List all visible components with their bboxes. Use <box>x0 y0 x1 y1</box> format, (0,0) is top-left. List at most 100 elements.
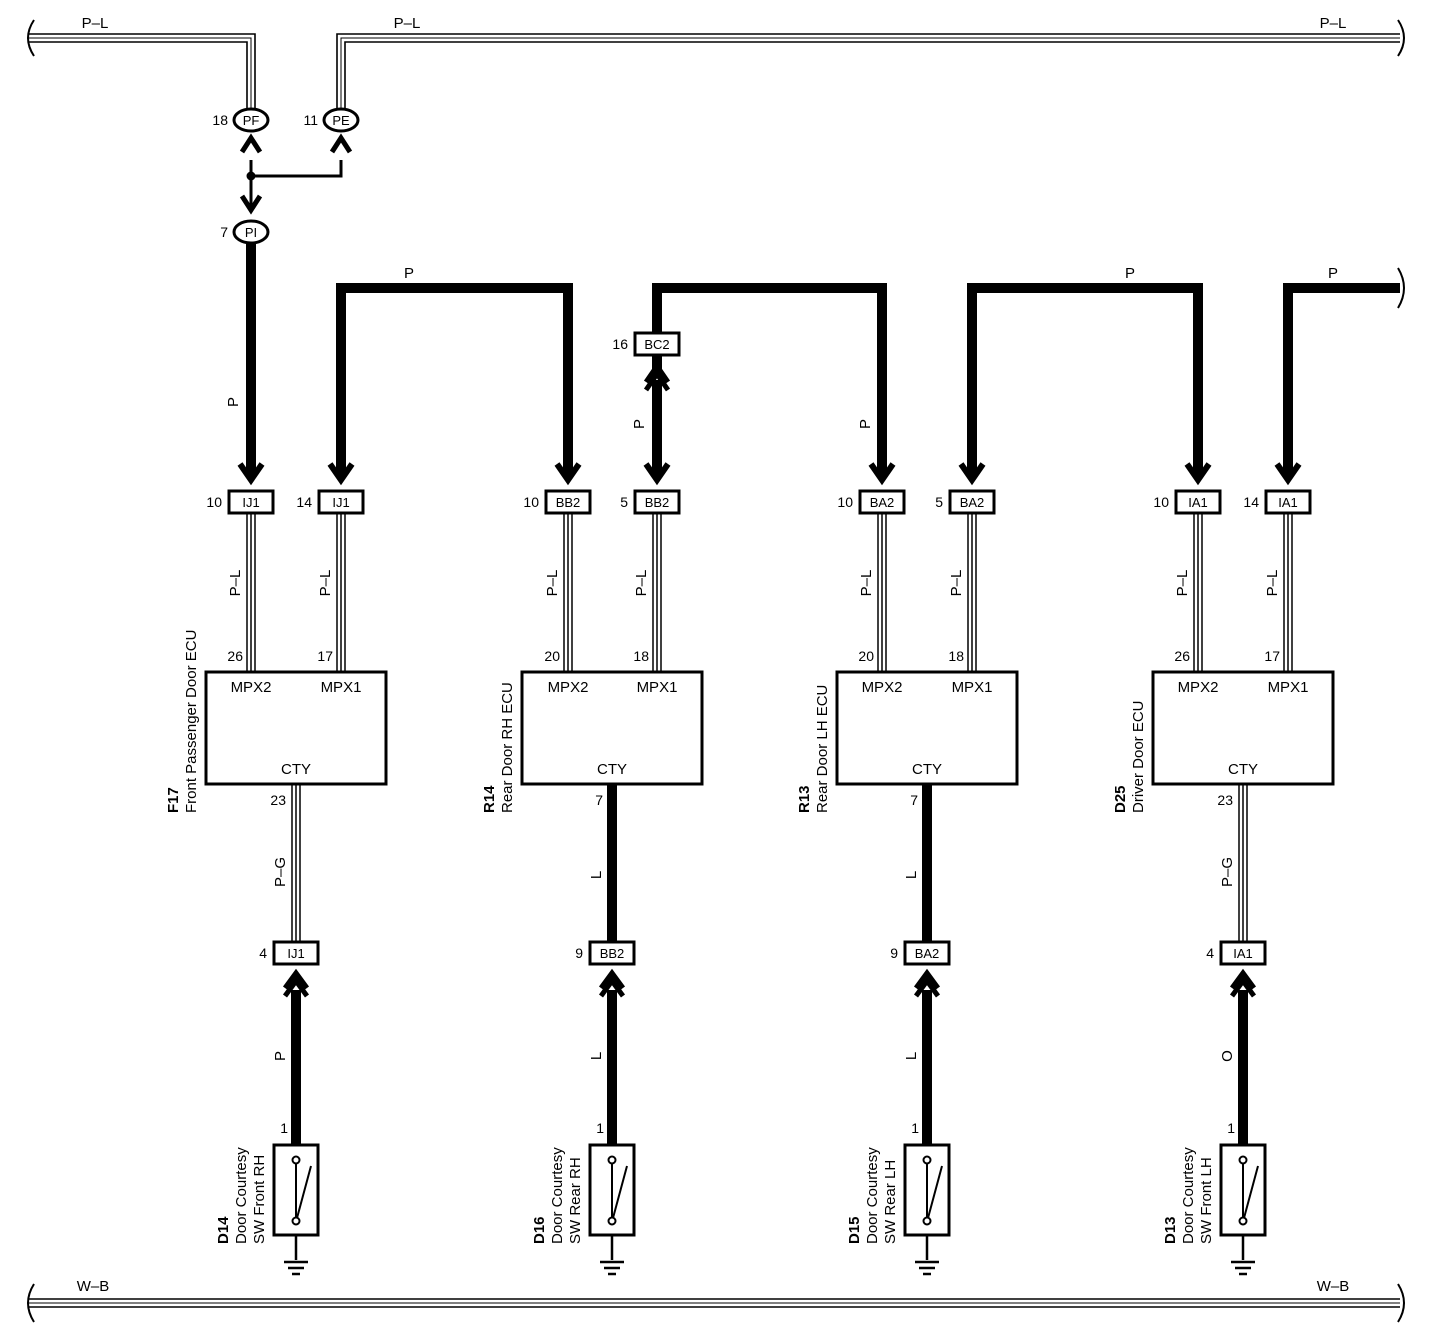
connector-pin: 5 <box>935 494 943 510</box>
switch-name-line2: SW Front RH <box>251 1155 268 1244</box>
switch-D15: 1 D15 Door Courtesy SW Rear LH <box>846 1120 951 1276</box>
splice-PF: PF 18 <box>212 107 270 133</box>
switch-D16: 1 D16 Door Courtesy SW Rear RH <box>531 1120 636 1276</box>
switch-D13: 1 D13 Door Courtesy SW Front LH <box>1162 1120 1267 1276</box>
switch-name-line2: SW Rear RH <box>567 1157 584 1244</box>
mpx2-pin: 20 <box>544 648 560 664</box>
ecu-name: Rear Door LH ECU <box>814 685 831 813</box>
splice-pin: 18 <box>212 112 228 128</box>
mpx1-pin: 18 <box>633 648 649 664</box>
ecu-name: Front Passenger Door ECU <box>183 630 200 813</box>
cty-terminal: CTY <box>281 761 311 778</box>
ecu-id: D25 <box>1112 785 1129 813</box>
ecu-id: R14 <box>481 785 498 813</box>
ba2-feed-wire-label: P <box>857 419 874 429</box>
connector-pin: 9 <box>575 945 583 961</box>
connector-IJ1-4: IJ1 4 P <box>259 940 320 1061</box>
cty-pin: 23 <box>270 792 286 808</box>
cty-pin: 7 <box>595 792 603 808</box>
splice-code: PF <box>243 113 260 128</box>
mpx2-pin: 20 <box>858 648 874 664</box>
connector-code: BB2 <box>556 495 581 510</box>
cty-pin: 7 <box>910 792 918 808</box>
connector-code: BC2 <box>644 337 669 352</box>
switch-id: D13 <box>1162 1216 1179 1244</box>
connector-code: IA1 <box>1233 946 1253 961</box>
connector-code: IJ1 <box>287 946 304 961</box>
switch-pin: 1 <box>1227 1120 1235 1136</box>
splice-pin: 11 <box>303 112 318 128</box>
cty-wire-f17 <box>291 784 301 941</box>
upper-wire-label: P–L <box>227 570 244 597</box>
switch-wire-label: L <box>903 1052 920 1060</box>
connectors-upper: IJ1 10 IJ1 14 BB2 10 BB2 5 BA2 10 BA2 5 <box>206 489 1312 515</box>
bc2-wire-label: P <box>631 419 648 429</box>
top-bus <box>27 19 1405 112</box>
connector-IA1-10: IA1 10 <box>1153 489 1222 515</box>
ecu-id: F17 <box>165 787 182 813</box>
switch-id: D16 <box>531 1216 548 1244</box>
bottom-bus-label-2: W–B <box>1317 1278 1350 1295</box>
connector-code: IJ1 <box>332 495 349 510</box>
mpx1-terminal: MPX1 <box>637 679 678 696</box>
connector-pin: 4 <box>259 945 267 961</box>
switch-name-line1: Door Courtesy <box>549 1147 566 1244</box>
connector-BB2-9: BB2 9 L <box>575 940 636 1060</box>
upper-wires <box>246 513 1293 672</box>
ecu-name: Driver Door ECU <box>1130 700 1147 813</box>
splice-PI: PI 7 <box>220 219 270 245</box>
connector-code: BA2 <box>915 946 940 961</box>
connector-IA1-14: IA1 14 <box>1243 489 1312 515</box>
ground-icon <box>1231 1235 1255 1276</box>
ecu-D25: 26 17 MPX2 MPX1 CTY 23 D25 Driver Door E… <box>1112 648 1335 813</box>
cty-wire-d25 <box>1238 784 1248 941</box>
connector-BA2-10: BA2 10 <box>837 489 906 515</box>
connector-BA2-5: BA2 5 <box>935 489 996 515</box>
switch-id: D14 <box>215 1216 232 1244</box>
splice-code: PE <box>332 113 350 128</box>
splice-junction <box>237 133 353 486</box>
upper-wire-label: P–L <box>1264 570 1281 597</box>
bottom-bus <box>27 1283 1405 1323</box>
connector-code: BA2 <box>960 495 985 510</box>
switch-name-line1: Door Courtesy <box>1180 1147 1197 1244</box>
cty-terminal: CTY <box>1228 761 1258 778</box>
p-link-label-3: P <box>1328 265 1338 282</box>
switch-wire-label: L <box>588 1052 605 1060</box>
pi-trunk-wire-label: P <box>225 397 242 407</box>
mpx1-pin: 17 <box>317 648 333 664</box>
p-link-label-1: P <box>404 265 414 282</box>
cty-wire-label: L <box>588 871 605 879</box>
splice-code: PI <box>245 225 257 240</box>
connector-pin: 10 <box>837 494 853 510</box>
switch-pin: 1 <box>280 1120 288 1136</box>
connector-pin: 4 <box>1206 945 1214 961</box>
mpx2-terminal: MPX2 <box>862 679 903 696</box>
top-bus-label-3: P–L <box>1320 15 1347 32</box>
upper-wire-label: P–L <box>317 570 334 597</box>
connector-BB2-5: BB2 5 <box>620 489 681 515</box>
switch-name-line2: SW Rear LH <box>882 1160 899 1244</box>
connector-pin: 10 <box>523 494 539 510</box>
connector-code: IA1 <box>1188 495 1208 510</box>
switch-name-line1: Door Courtesy <box>233 1147 250 1244</box>
switch-pin: 1 <box>596 1120 604 1136</box>
connector-pin: 10 <box>1153 494 1169 510</box>
cty-pin: 23 <box>1217 792 1233 808</box>
connector-pin: 14 <box>296 494 312 510</box>
connector-code: BB2 <box>645 495 670 510</box>
switch-D14: 1 D14 Door Courtesy SW Front RH <box>215 1120 320 1276</box>
mpx1-terminal: MPX1 <box>321 679 362 696</box>
p-link-label-2: P <box>1125 265 1135 282</box>
connector-IJ1-14: IJ1 14 <box>296 489 365 515</box>
mpx2-terminal: MPX2 <box>231 679 272 696</box>
mpx2-pin: 26 <box>1174 648 1190 664</box>
mpx1-pin: 18 <box>948 648 964 664</box>
connector-pin: 10 <box>206 494 222 510</box>
cty-terminal: CTY <box>597 761 627 778</box>
top-bus-label-2: P–L <box>394 15 421 32</box>
ecu-R13: 20 18 MPX2 MPX1 CTY 7 R13 Rear Door LH E… <box>796 648 1019 813</box>
connector-pin: 9 <box>890 945 898 961</box>
mpx2-terminal: MPX2 <box>1178 679 1219 696</box>
